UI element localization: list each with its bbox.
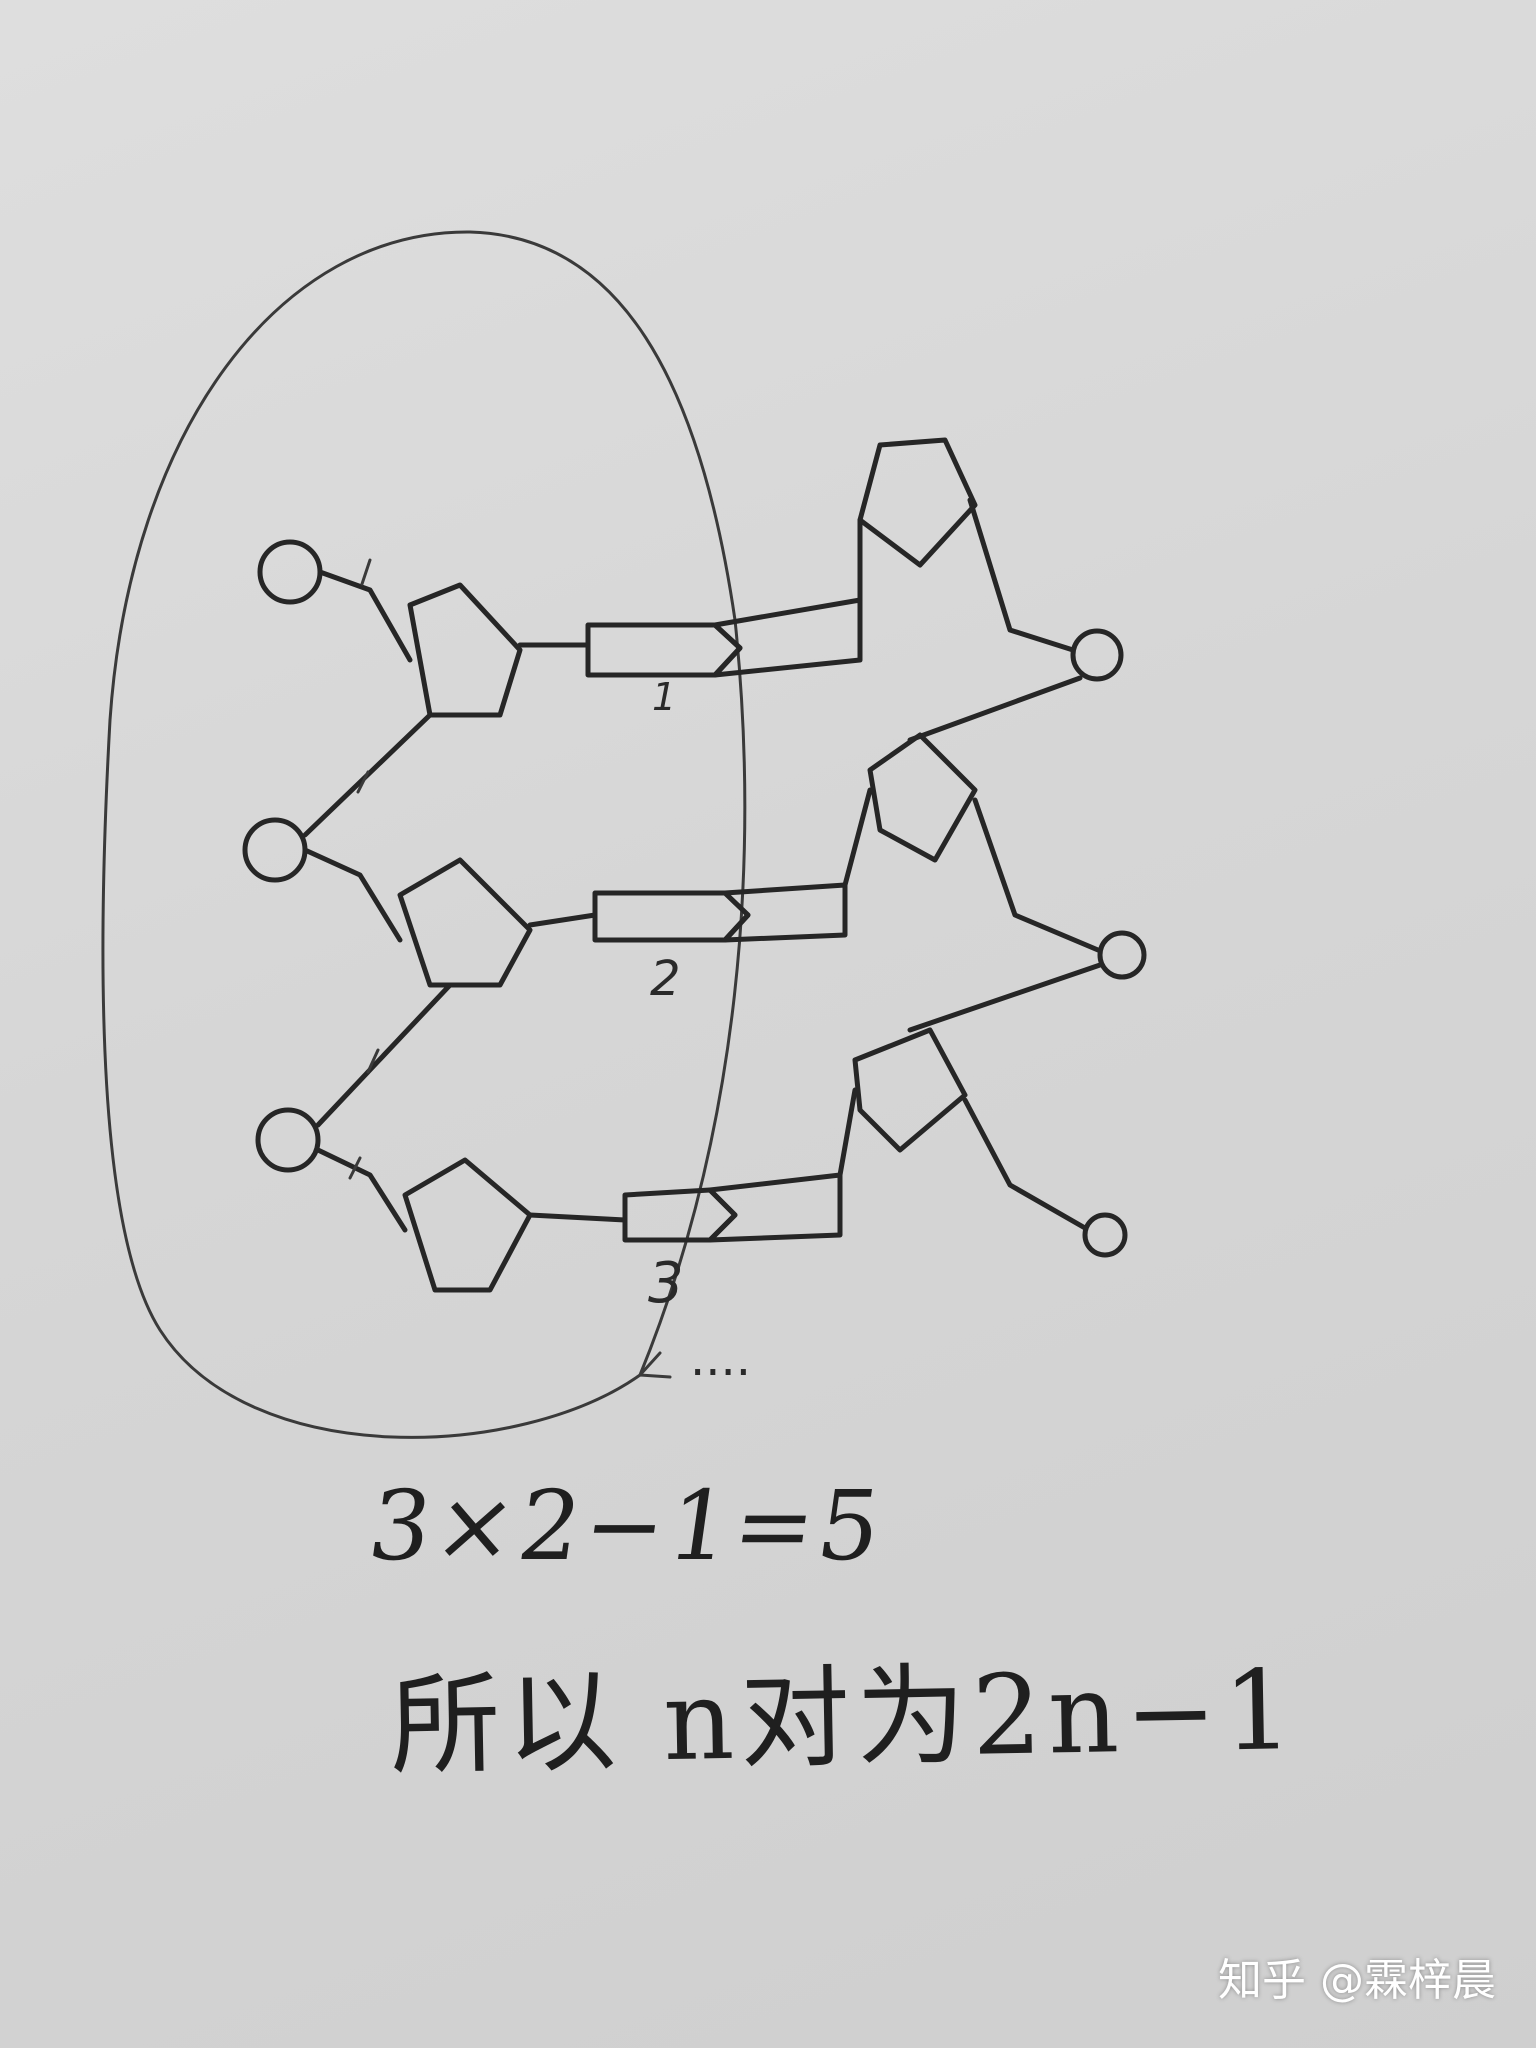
pentagon-left-3	[402, 1157, 533, 1293]
phosphate-circle-left-2	[242, 817, 308, 883]
base-left-1	[585, 622, 743, 678]
pentagon-left-1	[407, 582, 523, 718]
bond-right-2a	[972, 797, 1101, 953]
pair-label-1: 1	[652, 675, 676, 719]
phosphate-circle-left-3	[255, 1107, 321, 1173]
base-pairs: 1 2 3	[585, 597, 863, 1316]
phosphate-circle-right-2	[1097, 930, 1147, 980]
bond-right-1a	[967, 497, 1076, 653]
pentagon-left-2	[397, 857, 533, 988]
bond-right-2b	[907, 962, 1103, 1033]
pair-label-3: 3	[648, 1251, 684, 1316]
equation-text: 3×2−1=5	[362, 1470, 892, 1582]
zhihu-watermark: 知乎 @霖梓晨	[1218, 1955, 1496, 2006]
bond-left-1a	[317, 569, 413, 663]
right-strand	[837, 437, 1147, 1258]
tick-marks	[348, 558, 380, 1180]
bond-base-left-3	[527, 1212, 628, 1223]
left-strand	[242, 539, 628, 1293]
bond-left-3a	[315, 1147, 408, 1233]
pentagon-right-2	[867, 732, 978, 863]
enclosing-loop	[101, 230, 747, 1439]
base-left-2	[592, 890, 751, 943]
bond-right-3a	[962, 1097, 1088, 1231]
continuation-ellipsis: ....	[690, 1331, 751, 1387]
pentagon-right-1	[857, 437, 978, 568]
bond-left-2a	[302, 847, 403, 943]
bond-base-right-3	[837, 1087, 858, 1178]
phosphate-circle-right-1	[1070, 628, 1124, 682]
base-right-3	[707, 1172, 843, 1243]
phosphate-circle-right-3	[1082, 1212, 1128, 1258]
base-right-1	[712, 597, 863, 678]
bond-base-left-2	[527, 912, 598, 928]
pair-label-2: 2	[650, 951, 681, 1007]
bond-base-right-2	[842, 787, 873, 888]
loop-arrow-tip	[638, 1351, 672, 1379]
phosphate-circle-left-1	[257, 539, 323, 605]
bond-left-2b	[315, 982, 453, 1128]
bond-right-1b	[907, 675, 1083, 743]
base-right-2	[722, 882, 848, 943]
conclusion-text: 所以 n对为2n−1	[389, 1646, 1301, 1790]
pentagon-right-3	[852, 1027, 968, 1153]
